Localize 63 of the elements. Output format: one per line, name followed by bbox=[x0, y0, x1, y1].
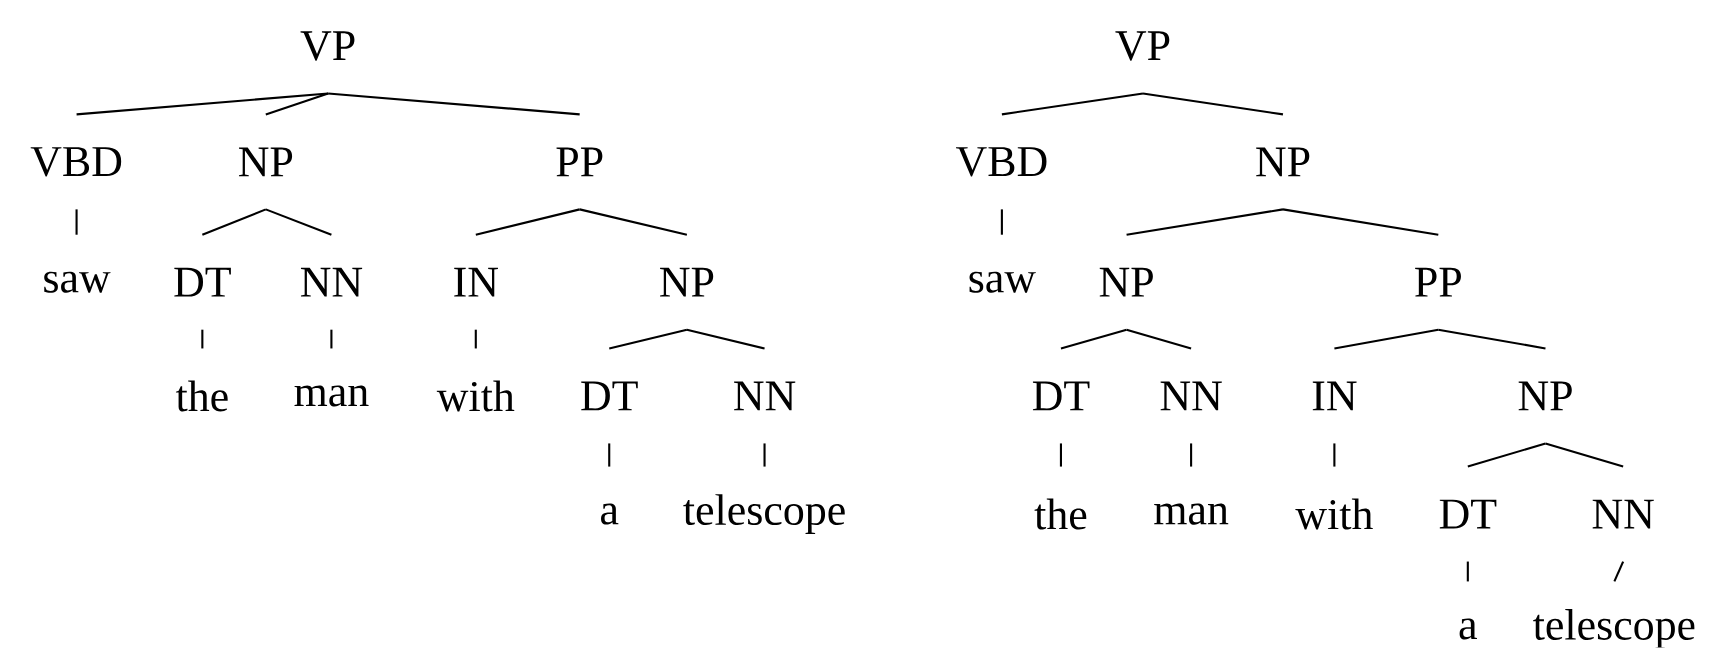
branch-line bbox=[1545, 442, 1624, 468]
branch-line bbox=[1126, 208, 1284, 236]
branch-line bbox=[1060, 328, 1127, 350]
tree-label: IN bbox=[454, 268, 498, 297]
branch-line bbox=[1467, 442, 1546, 468]
tree-label: NP bbox=[660, 268, 714, 297]
tree-label: saw bbox=[969, 271, 1036, 293]
tree-label: VP bbox=[300, 31, 355, 61]
branch-line bbox=[76, 92, 329, 116]
tree-label: telescope bbox=[683, 494, 845, 535]
branch-line bbox=[1466, 561, 1469, 582]
branch-line bbox=[475, 208, 580, 236]
tree-label: the bbox=[175, 380, 228, 412]
tree-label: DT bbox=[174, 268, 231, 297]
branch-line bbox=[1333, 443, 1336, 467]
tree-label: NP bbox=[1518, 381, 1572, 411]
tree-label: NN bbox=[1592, 499, 1654, 529]
tree-label: with bbox=[1295, 498, 1373, 530]
tree-label: NN bbox=[1160, 381, 1222, 411]
tree-label: DT bbox=[1032, 381, 1090, 411]
tree-label: VBD bbox=[30, 147, 122, 177]
branch-line bbox=[1126, 328, 1192, 350]
tree-label: DT bbox=[581, 381, 638, 411]
tree-label: the bbox=[1034, 498, 1087, 530]
branch-line bbox=[1282, 208, 1439, 236]
branch-line bbox=[1059, 443, 1062, 467]
branch-line bbox=[75, 209, 78, 235]
branch-line bbox=[265, 208, 332, 236]
branch-line bbox=[328, 92, 580, 116]
branch-line bbox=[1000, 209, 1003, 235]
tree-label: PP bbox=[556, 147, 603, 177]
branch-line bbox=[1142, 92, 1284, 116]
tree-label: NP bbox=[1256, 147, 1310, 177]
branch-line bbox=[608, 443, 611, 467]
tree-label: man bbox=[1154, 503, 1229, 525]
tree-label: a bbox=[601, 503, 619, 525]
branch-line bbox=[201, 208, 267, 236]
branch-line bbox=[1190, 443, 1193, 467]
tree-label: IN bbox=[1312, 381, 1357, 411]
tree-label: saw bbox=[44, 271, 111, 293]
branch-line bbox=[609, 328, 688, 350]
branch-line bbox=[1334, 328, 1439, 350]
tree-label: man bbox=[294, 385, 369, 407]
tree-label: VBD bbox=[956, 147, 1047, 177]
branch-line bbox=[474, 329, 477, 349]
branch-line bbox=[201, 329, 204, 349]
branch-line bbox=[1438, 328, 1546, 350]
tree-label: DT bbox=[1439, 499, 1497, 529]
tree-label: VP bbox=[1115, 31, 1170, 61]
tree-label: NP bbox=[1099, 268, 1153, 297]
tree-label: PP bbox=[1415, 268, 1461, 297]
tree-label: NN bbox=[734, 381, 796, 411]
tree-label: NN bbox=[300, 268, 363, 297]
tree-label: NP bbox=[239, 147, 293, 177]
tree-label: a bbox=[1459, 618, 1477, 640]
branch-line bbox=[265, 92, 329, 116]
tree-label: with bbox=[436, 380, 515, 412]
branch-line bbox=[330, 329, 333, 349]
branch-line bbox=[1613, 561, 1625, 583]
branch-line bbox=[763, 443, 766, 467]
branch-line bbox=[686, 328, 765, 350]
branch-line bbox=[579, 208, 688, 236]
branch-line bbox=[1001, 92, 1144, 116]
